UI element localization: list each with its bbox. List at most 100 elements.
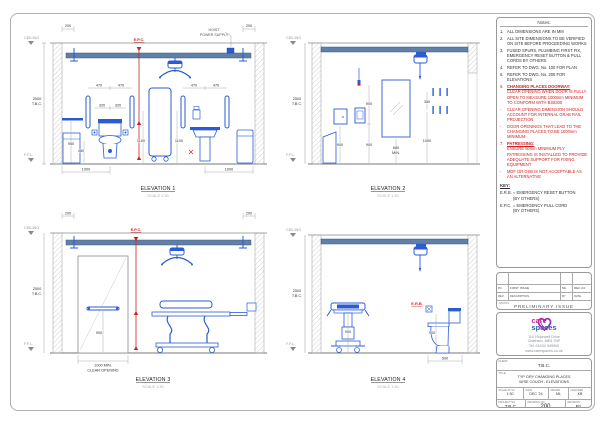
reset-button-symbol xyxy=(188,149,194,155)
toilet-side-group: E.R.B. 900 500 xyxy=(411,301,463,364)
notes-panel: Notes: 1.ALL DIMENSIONS ARE IN MM 2.ALL … xyxy=(496,17,592,268)
toilet-front-group: 470 470 320 320 480 xyxy=(77,83,135,163)
svg-text:CEILING: CEILING xyxy=(24,226,39,230)
emergency-reset-button: E.R.B. xyxy=(411,301,433,313)
key-item-epc: E.P.C.= EMERGENCY PULL CORD(BY OTHERS) xyxy=(500,202,568,213)
soap-dispenser xyxy=(192,109,201,120)
revision-empty-rows xyxy=(497,273,591,284)
drawn-value: ML xyxy=(556,392,561,396)
svg-text:F.F.L.: F.F.L. xyxy=(286,342,295,346)
svg-text:2500: 2500 xyxy=(33,287,41,291)
drawing-number: 200 xyxy=(540,403,551,408)
svg-text:ELEVATION 4: ELEVATION 4 xyxy=(371,377,406,383)
svg-text:T.B.C.: T.B.C. xyxy=(292,102,302,106)
svg-text:SCALE 1:30: SCALE 1:30 xyxy=(377,193,399,198)
client-row: CLIENT: T.B.C. xyxy=(497,359,591,371)
door-pull-rail xyxy=(86,306,120,311)
svg-text:T.B.C.: T.B.C. xyxy=(32,292,42,296)
note-item-doorway: 6.CHANGING PLACES DOORWAY:CLEAR OPENING … xyxy=(500,84,587,105)
svg-text:900: 900 xyxy=(366,143,372,147)
date-value: DEC '24 xyxy=(529,392,543,396)
scale-value: 1:30 xyxy=(506,392,514,396)
hoist-track xyxy=(65,236,252,249)
note-item-patressing: 7.PATRESSING:ENSURE 50mm MINIMUM PLY PAT… xyxy=(500,141,588,168)
svg-text:1100: 1100 xyxy=(175,139,183,143)
ffl-label: F.F.L. xyxy=(24,153,33,157)
grab-rail-right xyxy=(129,95,135,129)
elevation-4-caption: ELEVATION 4 SCALE 1:30 xyxy=(371,377,406,389)
svg-text:470: 470 xyxy=(96,84,102,88)
svg-text:350: 350 xyxy=(424,100,430,104)
svg-text:ELEVATION 2: ELEVATION 2 xyxy=(371,186,406,192)
svg-text:200: 200 xyxy=(65,212,71,216)
svg-text:ELEVATION 3: ELEVATION 3 xyxy=(136,377,171,383)
grab-rail-basin-right xyxy=(224,95,230,129)
epc-label: E.P.C. xyxy=(134,37,145,42)
pull-cord-and-dispenser: 900 900 xyxy=(354,68,373,163)
wall-control-box xyxy=(246,302,257,312)
level-markers: CEILING F.F.L. 2500 T.B.C. xyxy=(286,228,306,353)
mirror: 680 MIN. xyxy=(381,79,411,163)
erb-label: E.R.B. xyxy=(411,301,422,306)
coat-hooks: 350 1000 xyxy=(422,88,448,163)
dim-200-left: 200 xyxy=(61,24,75,32)
hoist-label: HOIST xyxy=(209,28,221,32)
door: 900 xyxy=(77,255,129,354)
svg-text:1000 MIN.: 1000 MIN. xyxy=(94,364,112,368)
elevation-3-caption: ELEVATION 3 SCALE 1:30 xyxy=(136,377,171,389)
svg-text:SCALE 1:30: SCALE 1:30 xyxy=(377,384,399,389)
care-spaces-heart-icon xyxy=(537,317,551,332)
elevation-4-drawing: CEILING F.F.L. 2500 T.B.C. xyxy=(286,228,480,389)
elevation-1-title: ELEVATION 1 xyxy=(141,186,176,192)
drawing-title-row: TITLE: TYP. DRY CHANGING PLACES W/SE COU… xyxy=(497,371,591,388)
paper-towel-dispenser: 900 xyxy=(333,108,348,163)
svg-text:900: 900 xyxy=(345,330,351,334)
note-item: 4.REFER TO DWG. No. 100 FOR PLAN xyxy=(500,65,577,71)
svg-text:1000: 1000 xyxy=(423,139,431,143)
revision-table: P1 FIRST ISSUE ML DEC 24 REV. DESCRIPTIO… xyxy=(496,272,592,310)
radiator-unit xyxy=(236,129,254,164)
checked-value: KB xyxy=(577,392,583,396)
ceiling-label: CEILING xyxy=(24,36,39,40)
drawing-title: TYP. DRY CHANGING PLACES W/SE COUCH - EL… xyxy=(517,375,571,384)
shelf xyxy=(62,118,83,121)
revision-header-row: REV. DESCRIPTION BY DATE xyxy=(497,292,591,300)
note-item: 5.REFER TO DWG. No. 200 FOR ELEVATIONS xyxy=(500,72,566,83)
company-address: 110 Hopewell Drive Chatham, ME5 7NP Tel:… xyxy=(497,335,591,354)
svg-text:1100: 1100 xyxy=(137,139,145,143)
level-markers: CEILING F.F.L. 2500 T.B.C. xyxy=(24,36,46,165)
note-item: -MDF OR OSB IS NOT ACCEPTABLE AS AN ALTE… xyxy=(500,168,582,180)
grab-rail-basin-left xyxy=(180,95,186,129)
svg-text:SCALE 1:30: SCALE 1:30 xyxy=(142,384,164,389)
svg-text:950: 950 xyxy=(68,142,74,146)
svg-text:200: 200 xyxy=(246,212,252,216)
svg-text:470: 470 xyxy=(118,84,124,88)
company-website[interactable]: www.carespaces.co.uk xyxy=(525,348,563,353)
svg-text:900: 900 xyxy=(337,143,343,147)
svg-text:500: 500 xyxy=(442,357,448,361)
note-item: 2.ALL SITE DIMENSIONS TO BE VERIFIED ON … xyxy=(500,35,587,47)
basin-group: 470 470 xyxy=(180,83,230,162)
company-block: care spaces 110 Hopewell Drive Chatham, … xyxy=(496,312,592,356)
note-item: -DOOR OPENINGS THAT LEAD TO THE CHANGING… xyxy=(500,123,582,140)
client-value: T.B.C. xyxy=(537,363,551,368)
svg-text:CEILING: CEILING xyxy=(286,228,301,232)
wash-basin xyxy=(190,127,220,162)
svg-text:2500: 2500 xyxy=(293,289,301,293)
door-clear-opening-dim: 1000 MIN. CLEAR OPENING xyxy=(77,355,129,373)
title-block: CLIENT: T.B.C. TITLE: TYP. DRY CHANGING … xyxy=(496,358,592,408)
svg-text:F.F.L.: F.F.L. xyxy=(286,153,295,157)
elevation-2-caption: ELEVATION 2 SCALE 1:30 xyxy=(371,186,406,198)
ceiling-hoist-unit xyxy=(161,245,193,266)
svg-text:200: 200 xyxy=(246,24,252,28)
changing-trolley-front: 900 xyxy=(326,302,370,353)
status-value: PRELIMINARY ISSUE xyxy=(514,303,574,309)
svg-text:CLEAR OPENING: CLEAR OPENING xyxy=(87,369,118,373)
bin-unit xyxy=(62,132,81,164)
status-row: STATUS: PRELIMINARY ISSUE xyxy=(497,300,591,309)
level-markers: CEILING F.F.L. 2500 T.B.C. xyxy=(286,36,306,164)
svg-text:470: 470 xyxy=(213,84,219,88)
hoist-track-side xyxy=(320,238,469,245)
